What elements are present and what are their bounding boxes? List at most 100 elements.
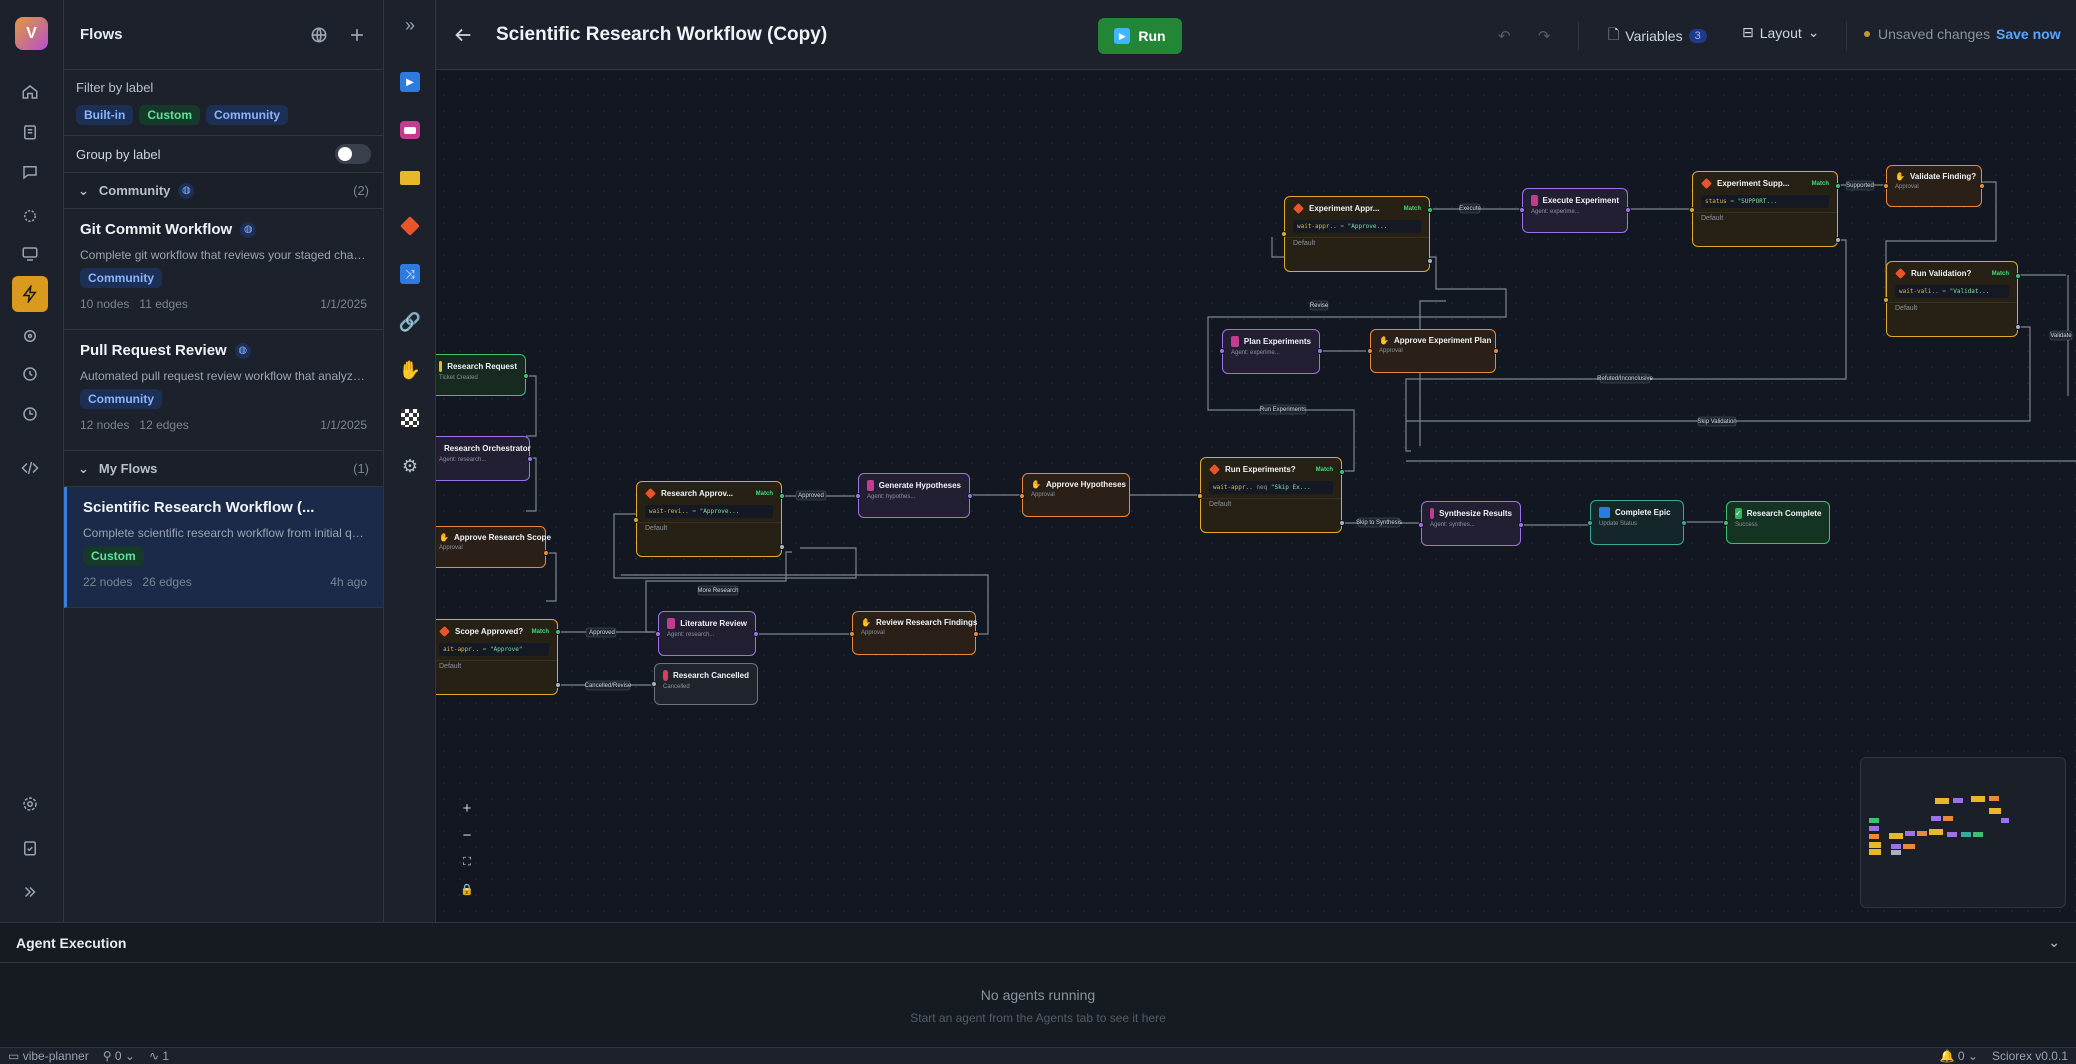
- group-by-toggle[interactable]: [335, 144, 371, 164]
- section-community[interactable]: ⌄ Community ◍ (2): [64, 173, 383, 209]
- code-icon[interactable]: [12, 450, 48, 486]
- node-handle[interactable]: [1219, 348, 1225, 354]
- trigger-play-icon[interactable]: ▶: [398, 70, 422, 94]
- filter-community[interactable]: Community: [206, 105, 288, 125]
- node-approve-research-scope[interactable]: ✋Approve Research Scope Approval: [436, 526, 551, 568]
- save-now-button[interactable]: Save now: [1996, 26, 2061, 42]
- project-indicator[interactable]: ▭ vibe-planner: [8, 1049, 89, 1063]
- flows-lightning-icon[interactable]: [12, 276, 48, 312]
- back-arrow-icon[interactable]: [452, 24, 474, 46]
- clipboard-icon[interactable]: [12, 114, 48, 150]
- expand-sidebar-icon[interactable]: [12, 874, 48, 910]
- node-handle[interactable]: [753, 631, 759, 637]
- node-handle[interactable]: [651, 681, 657, 687]
- flow-canvas[interactable]: Approved Cancelled/Revise Approved More …: [436, 71, 2076, 922]
- node-research-complete[interactable]: ✓Research Complete Success: [1726, 501, 1830, 544]
- node-handle[interactable]: [1979, 183, 1985, 189]
- node-handle[interactable]: [543, 550, 549, 556]
- node-experiment-supported[interactable]: Experiment Supp...Match status = "SUPPOR…: [1692, 171, 1838, 247]
- chevron-down-icon[interactable]: ⌄: [2048, 934, 2060, 950]
- node-handle[interactable]: [1427, 258, 1433, 264]
- node-review-research-findings[interactable]: ✋Review Research Findings Approval: [852, 611, 977, 655]
- flow-card-pr-review[interactable]: Pull Request Review◍ Automated pull requ…: [64, 330, 383, 451]
- node-handle[interactable]: [1339, 469, 1345, 475]
- node-handle[interactable]: [2015, 273, 2021, 279]
- node-execute-experiment[interactable]: Execute Experiment Agent: experime...: [1522, 188, 1628, 233]
- node-research-approval[interactable]: Research Approv...Match wait-revi.. = "A…: [636, 481, 782, 557]
- checkered-flag-icon[interactable]: [398, 406, 422, 430]
- node-handle[interactable]: [1197, 493, 1203, 499]
- checklist-icon[interactable]: [12, 830, 48, 866]
- node-generate-hypotheses[interactable]: Generate Hypotheses Agent: hypothes...: [858, 473, 970, 518]
- node-handle[interactable]: [1019, 493, 1025, 499]
- node-handle[interactable]: [779, 493, 785, 499]
- link-icon[interactable]: 🔗: [398, 311, 422, 332]
- home-icon[interactable]: [12, 74, 48, 110]
- node-handle[interactable]: [1281, 231, 1287, 237]
- node-approve-experiment-plan[interactable]: ✋Approve Experiment Plan Approval: [1370, 329, 1496, 373]
- activity-indicator[interactable]: ∿ 1: [149, 1049, 169, 1063]
- node-handle[interactable]: [555, 629, 561, 635]
- node-research-cancelled[interactable]: Research Cancelled Cancelled: [654, 663, 758, 705]
- undo-icon[interactable]: ↶: [1498, 28, 1511, 45]
- lock-icon[interactable]: 🔒: [460, 883, 474, 896]
- history-icon[interactable]: [12, 356, 48, 392]
- layout-dropdown[interactable]: ⊟Layout⌄: [1742, 24, 1820, 41]
- ticket-icon[interactable]: [398, 166, 422, 190]
- section-my-flows[interactable]: ⌄ My Flows (1): [64, 451, 383, 487]
- node-synthesize-results[interactable]: Synthesize Results Agent: synthes...: [1421, 501, 1521, 546]
- node-handle[interactable]: [1519, 207, 1525, 213]
- node-handle[interactable]: [1883, 297, 1889, 303]
- clock-icon[interactable]: [12, 396, 48, 432]
- node-approve-hypotheses[interactable]: ✋Approve Hypotheses Approval: [1022, 473, 1130, 517]
- redo-icon[interactable]: ↷: [1538, 28, 1551, 45]
- node-research-orchestrator[interactable]: Research Orchestrator Agent: research...: [436, 436, 531, 481]
- filter-builtin[interactable]: Built-in: [76, 105, 134, 125]
- monitor-icon[interactable]: [12, 236, 48, 272]
- zoom-out-icon[interactable]: −: [462, 826, 472, 844]
- minimap[interactable]: [1860, 757, 2066, 908]
- node-handle[interactable]: [779, 544, 785, 550]
- target-icon[interactable]: [12, 318, 48, 354]
- node-handle[interactable]: [655, 631, 661, 637]
- node-handle[interactable]: [1367, 348, 1373, 354]
- node-validate-finding[interactable]: ✋Validate Finding? Approval: [1886, 165, 1982, 207]
- circle-dashed-icon[interactable]: [12, 198, 48, 234]
- condition-diamond-icon[interactable]: [398, 214, 422, 238]
- node-scope-approved[interactable]: Scope Approved?Match ait-appr.. = "Appro…: [436, 619, 558, 695]
- node-handle[interactable]: [1317, 348, 1323, 354]
- gear-icon[interactable]: ⚙: [401, 455, 419, 476]
- node-handle[interactable]: [1835, 237, 1841, 243]
- notifications-indicator[interactable]: 🔔 0 ⌄: [1939, 1049, 1978, 1063]
- node-handle[interactable]: [523, 373, 529, 379]
- users-indicator[interactable]: ⚲ 0 ⌄: [102, 1049, 135, 1063]
- node-handle[interactable]: [967, 493, 973, 499]
- run-button[interactable]: ▶Run: [1098, 18, 1182, 54]
- node-handle[interactable]: [973, 631, 979, 637]
- expand-palette-icon[interactable]: »: [404, 14, 415, 35]
- node-research-request[interactable]: Research Request Ticket Created: [436, 354, 526, 396]
- node-run-experiments[interactable]: Run Experiments?Match wait-appr.. neq "S…: [1200, 457, 1342, 533]
- node-handle[interactable]: [1883, 183, 1889, 189]
- node-plan-experiments[interactable]: Plan Experiments Agent: experime...: [1222, 329, 1320, 374]
- zoom-in-icon[interactable]: +: [462, 799, 472, 817]
- node-handle[interactable]: [1723, 520, 1729, 526]
- flow-card-git-commit[interactable]: Git Commit Workflow◍ Complete git workfl…: [64, 209, 383, 330]
- shuffle-icon[interactable]: ⤨: [398, 262, 422, 286]
- node-handle[interactable]: [1339, 520, 1345, 526]
- globe-icon[interactable]: [309, 25, 329, 45]
- node-experiment-approval[interactable]: Experiment Appr...Match wait-appr.. = "A…: [1284, 196, 1430, 272]
- fit-view-icon[interactable]: ⛶: [463, 855, 471, 868]
- node-handle[interactable]: [1418, 522, 1424, 528]
- node-handle[interactable]: [2015, 324, 2021, 330]
- node-run-validation[interactable]: Run Validation?Match wait-vali.. = "Vali…: [1886, 261, 2018, 337]
- node-handle[interactable]: [555, 682, 561, 688]
- flow-card-scientific-research[interactable]: Scientific Research Workflow (... Comple…: [64, 487, 383, 608]
- settings-gear-icon[interactable]: [12, 786, 48, 822]
- node-complete-epic[interactable]: Complete Epic Update Status: [1590, 500, 1684, 545]
- node-handle[interactable]: [1493, 348, 1499, 354]
- node-handle[interactable]: [1689, 207, 1695, 213]
- approval-hand-icon[interactable]: ✋: [398, 359, 422, 380]
- node-handle[interactable]: [1427, 207, 1433, 213]
